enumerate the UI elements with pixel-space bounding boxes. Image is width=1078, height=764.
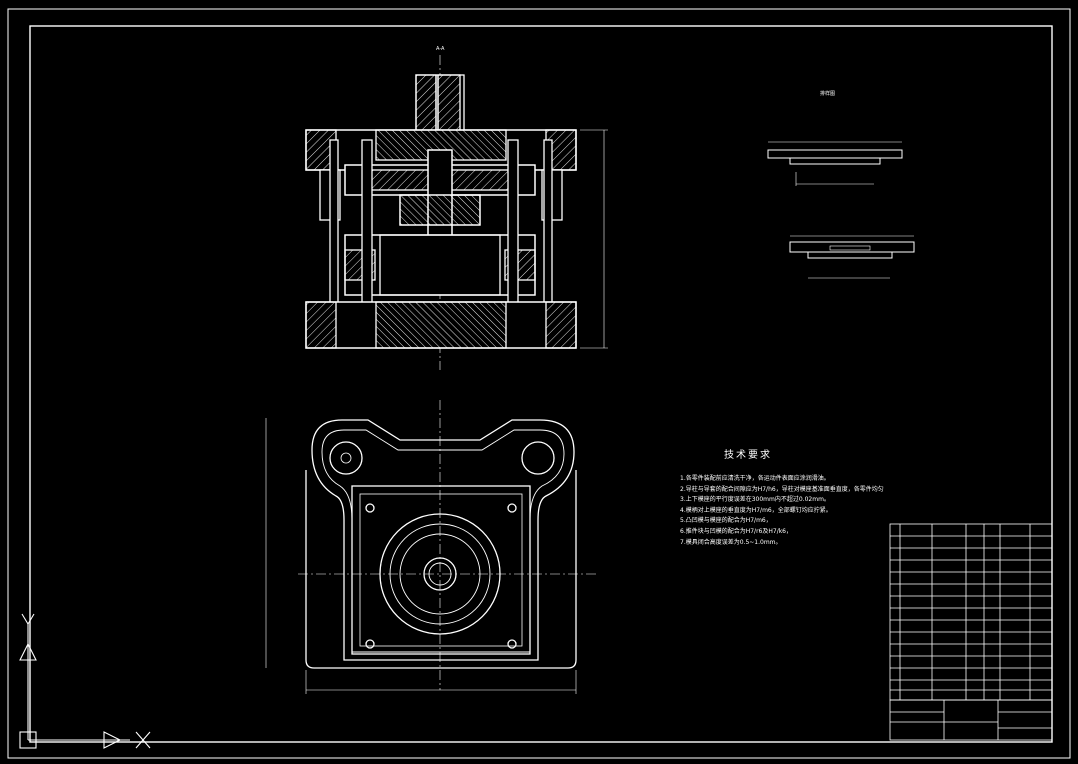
tech-requirement-item: 5.凸凹模与模座的配合为H7/m6， — [680, 517, 772, 525]
outer-frame — [7, 8, 1071, 759]
tech-requirement-item: 3.上下模座的平行度误差在300mm内不超过0.02mm。 — [680, 496, 830, 504]
tech-requirement-item: 2.导柱与导套的配合间隙应为H7/h6，导柱对模座基准面垂直度，各零件均匀 — [680, 485, 884, 493]
tech-requirements-list: 1.各零件装配前应清洗干净，各运动件表面应涂润滑油。 2.导柱与导套的配合间隙应… — [680, 474, 890, 548]
part-detail-1[interactable]: 排样图 — [767, 90, 903, 186]
inner-frame — [29, 25, 1053, 743]
strip-layout-caption: 排样图 — [820, 90, 835, 97]
title-block[interactable] — [889, 523, 1053, 741]
section-view[interactable]: A-A — [305, 46, 608, 370]
tech-requirement-item: 6.推件块与凹模的配合为H7/r6及H7/k6， — [680, 527, 793, 535]
part-detail-2[interactable] — [789, 235, 915, 279]
plan-view[interactable] — [265, 400, 596, 694]
tech-requirement-item: 7.模具闭合高度误差为0.5~1.0mm。 — [680, 538, 782, 546]
tech-requirement-item: 4.模柄对上模座的垂直度为H7/m6，全部螺钉均应拧紧。 — [680, 506, 832, 514]
section-label: A-A — [436, 46, 445, 52]
ucs-axis-icon — [19, 613, 151, 749]
tech-requirements-title: 技术要求 — [724, 450, 772, 461]
tech-requirement-item: 1.各零件装配前应清洗干净，各运动件表面应涂润滑油。 — [680, 475, 830, 482]
